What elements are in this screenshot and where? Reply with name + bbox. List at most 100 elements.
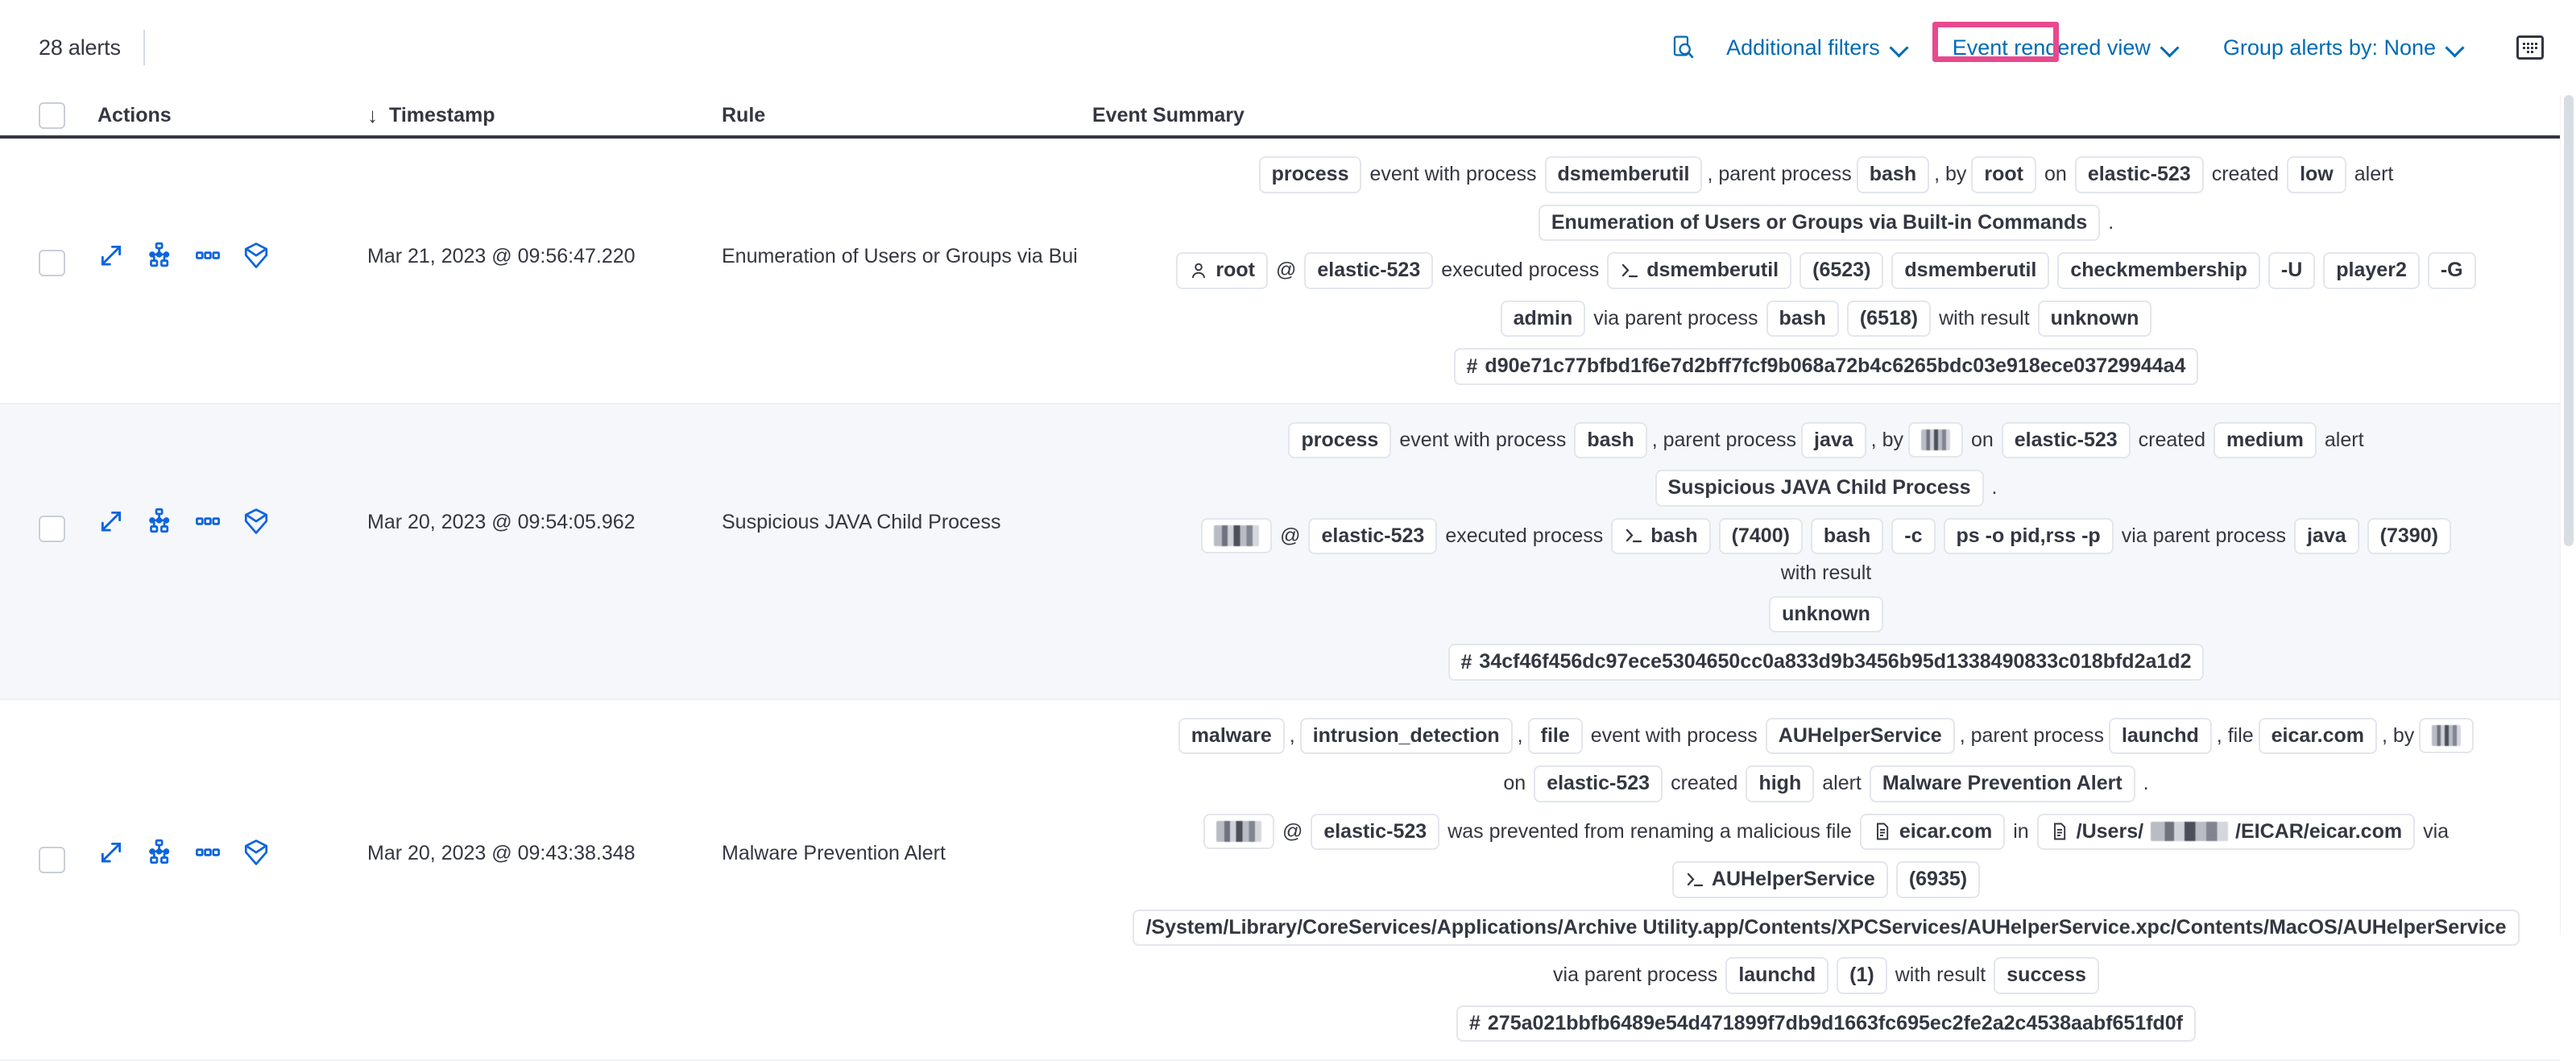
expand-alert-details-icon[interactable] bbox=[97, 242, 125, 269]
row-select-checkbox[interactable] bbox=[39, 516, 65, 542]
more-actions-icon[interactable] bbox=[194, 839, 222, 866]
summary-pill[interactable]: bash bbox=[1611, 518, 1710, 555]
keyboard-shortcuts-icon[interactable] bbox=[2516, 35, 2544, 60]
summary-pill[interactable]: (7400) bbox=[1719, 518, 1803, 555]
summary-pill[interactable]: root bbox=[1971, 156, 2036, 193]
summary-pill[interactable]: #275a021bbfb6489e54d471899f7db9d1663fc69… bbox=[1456, 1005, 2196, 1042]
summary-pill[interactable] bbox=[1203, 814, 1274, 849]
analyze-event-icon[interactable] bbox=[146, 242, 173, 269]
vertical-scrollbar[interactable] bbox=[2560, 95, 2576, 935]
summary-pill[interactable]: medium bbox=[2214, 422, 2317, 459]
analyze-event-icon[interactable] bbox=[146, 508, 173, 535]
summary-pill[interactable]: eicar.com bbox=[2259, 718, 2377, 755]
summary-pill[interactable]: bash bbox=[1766, 300, 1839, 338]
summary-pill[interactable]: Suspicious JAVA Child Process bbox=[1655, 470, 1984, 507]
summary-pill[interactable]: dsmemberutil bbox=[1607, 252, 1791, 289]
summary-pill[interactable]: (1) bbox=[1837, 957, 1887, 994]
row-rule-name[interactable]: Suspicious JAVA Child Process bbox=[722, 511, 1092, 534]
summary-pill[interactable]: elastic-523 bbox=[1534, 765, 1663, 802]
summary-pill[interactable]: elastic-523 bbox=[2075, 156, 2204, 193]
summary-pill[interactable]: elastic-523 bbox=[2002, 422, 2131, 459]
column-header-rule[interactable]: Rule bbox=[722, 104, 1092, 127]
summary-pill[interactable]: java bbox=[2294, 518, 2359, 555]
column-header-rule-label: Rule bbox=[722, 104, 765, 127]
group-alerts-by-button[interactable]: Group alerts by: None bbox=[2207, 27, 2481, 68]
summary-pill[interactable]: launchd bbox=[2109, 718, 2212, 755]
expand-alert-details-icon[interactable] bbox=[97, 839, 125, 866]
summary-pill[interactable] bbox=[1201, 518, 1272, 553]
event-rendered-view-button[interactable]: Event rendered view bbox=[1936, 27, 2196, 68]
summary-pill[interactable]: ps -o pid,rss -p bbox=[1944, 518, 2114, 555]
session-view-icon[interactable] bbox=[242, 839, 270, 866]
summary-pill[interactable]: /System/Library/CoreServices/Application… bbox=[1133, 910, 2519, 947]
summary-pill[interactable]: Enumeration of Users or Groups via Built… bbox=[1539, 205, 2100, 242]
summary-pill[interactable]: dsmemberutil bbox=[1891, 252, 2049, 289]
summary-pill[interactable]: bash bbox=[1811, 518, 1883, 555]
summary-pill[interactable]: java bbox=[1801, 422, 1866, 459]
summary-pill[interactable]: admin bbox=[1501, 300, 1586, 338]
expand-alert-details-icon[interactable] bbox=[97, 508, 125, 535]
summary-pill[interactable]: intrusion_detection bbox=[1300, 718, 1513, 755]
summary-pill[interactable]: unknown bbox=[1769, 596, 1883, 633]
session-view-icon[interactable] bbox=[242, 242, 270, 269]
summary-pill[interactable]: -G bbox=[2428, 252, 2476, 289]
additional-filters-button[interactable]: Additional filters bbox=[1710, 27, 1925, 68]
summary-pill[interactable]: #d90e71c77bfbd1f6e7d2bff7fcf9b068a72b4c6… bbox=[1454, 348, 2199, 385]
summary-pill[interactable]: eicar.com bbox=[1860, 814, 2005, 851]
summary-pill[interactable]: bash bbox=[1857, 156, 1929, 193]
summary-pill[interactable]: success bbox=[1994, 957, 2099, 994]
summary-pill[interactable]: elastic-523 bbox=[1304, 252, 1433, 289]
summary-line: Suspicious JAVA Child Process. bbox=[1655, 470, 1998, 507]
summary-pill[interactable]: Malware Prevention Alert bbox=[1870, 765, 2135, 802]
summary-pill[interactable]: (7390) bbox=[2367, 518, 2451, 555]
summary-pill[interactable]: process bbox=[1259, 156, 1362, 193]
analyze-event-icon[interactable] bbox=[146, 839, 173, 866]
summary-pill[interactable]: -c bbox=[1891, 518, 1935, 555]
summary-pill[interactable]: (6935) bbox=[1896, 861, 1980, 898]
session-view-icon[interactable] bbox=[242, 508, 270, 535]
summary-pill[interactable]: dsmemberutil bbox=[1545, 156, 1703, 193]
row-rule-name[interactable]: Malware Prevention Alert bbox=[722, 842, 1092, 865]
summary-pill[interactable]: #34cf46f456dc97ece5304650cc0a833d9b3456b… bbox=[1448, 644, 2205, 681]
summary-pill[interactable]: (6523) bbox=[1799, 252, 1883, 289]
column-header-actions[interactable]: Actions bbox=[65, 104, 367, 127]
summary-pill[interactable]: elastic-523 bbox=[1308, 518, 1437, 555]
summary-pill[interactable]: player2 bbox=[2323, 252, 2420, 289]
column-header-event-summary[interactable]: Event Summary bbox=[1092, 104, 2560, 127]
summary-pill[interactable]: AUHelperService bbox=[1672, 861, 1888, 898]
summary-pill-label: success bbox=[2007, 964, 2086, 987]
summary-pill-label: intrusion_detection bbox=[1313, 725, 1500, 748]
summary-pill[interactable]: high bbox=[1746, 765, 1814, 802]
summary-pill[interactable]: (6518) bbox=[1847, 300, 1931, 338]
vertical-scrollbar-thumb[interactable] bbox=[2564, 95, 2574, 546]
summary-pill[interactable]: elastic-523 bbox=[1311, 814, 1439, 851]
summary-pill[interactable]: process bbox=[1288, 422, 1391, 459]
summary-pill[interactable]: AUHelperService bbox=[1766, 718, 1955, 755]
summary-pill[interactable] bbox=[2419, 718, 2474, 753]
summary-pill[interactable]: launchd bbox=[1725, 957, 1828, 994]
summary-pill[interactable]: root bbox=[1176, 252, 1268, 289]
summary-pill[interactable]: bash bbox=[1574, 422, 1646, 459]
select-all-checkbox[interactable] bbox=[39, 102, 65, 129]
summary-pill-label: dsmemberutil bbox=[1558, 164, 1690, 186]
summary-pill[interactable]: unknown bbox=[2038, 300, 2152, 338]
summary-pill[interactable]: -U bbox=[2268, 252, 2315, 289]
summary-pill[interactable]: checkmembership bbox=[2057, 252, 2260, 289]
more-actions-icon[interactable] bbox=[194, 242, 222, 269]
row-select-checkbox[interactable] bbox=[39, 847, 65, 873]
row-rule-name[interactable]: Enumeration of Users or Groups via Bui bbox=[722, 245, 1092, 268]
summary-pill[interactable]: malware bbox=[1178, 718, 1285, 755]
summary-pill[interactable] bbox=[1908, 422, 1963, 458]
inspect-button[interactable] bbox=[1659, 27, 1710, 68]
more-actions-icon[interactable] bbox=[194, 508, 222, 535]
column-header-timestamp[interactable]: ↓ Timestamp bbox=[367, 104, 722, 127]
summary-pill[interactable]: file bbox=[1528, 718, 1583, 755]
summary-pill[interactable]: /Users//EICAR/eicar.com bbox=[2037, 814, 2415, 851]
row-select-checkbox[interactable] bbox=[39, 250, 65, 276]
summary-pill[interactable]: low bbox=[2287, 156, 2346, 193]
